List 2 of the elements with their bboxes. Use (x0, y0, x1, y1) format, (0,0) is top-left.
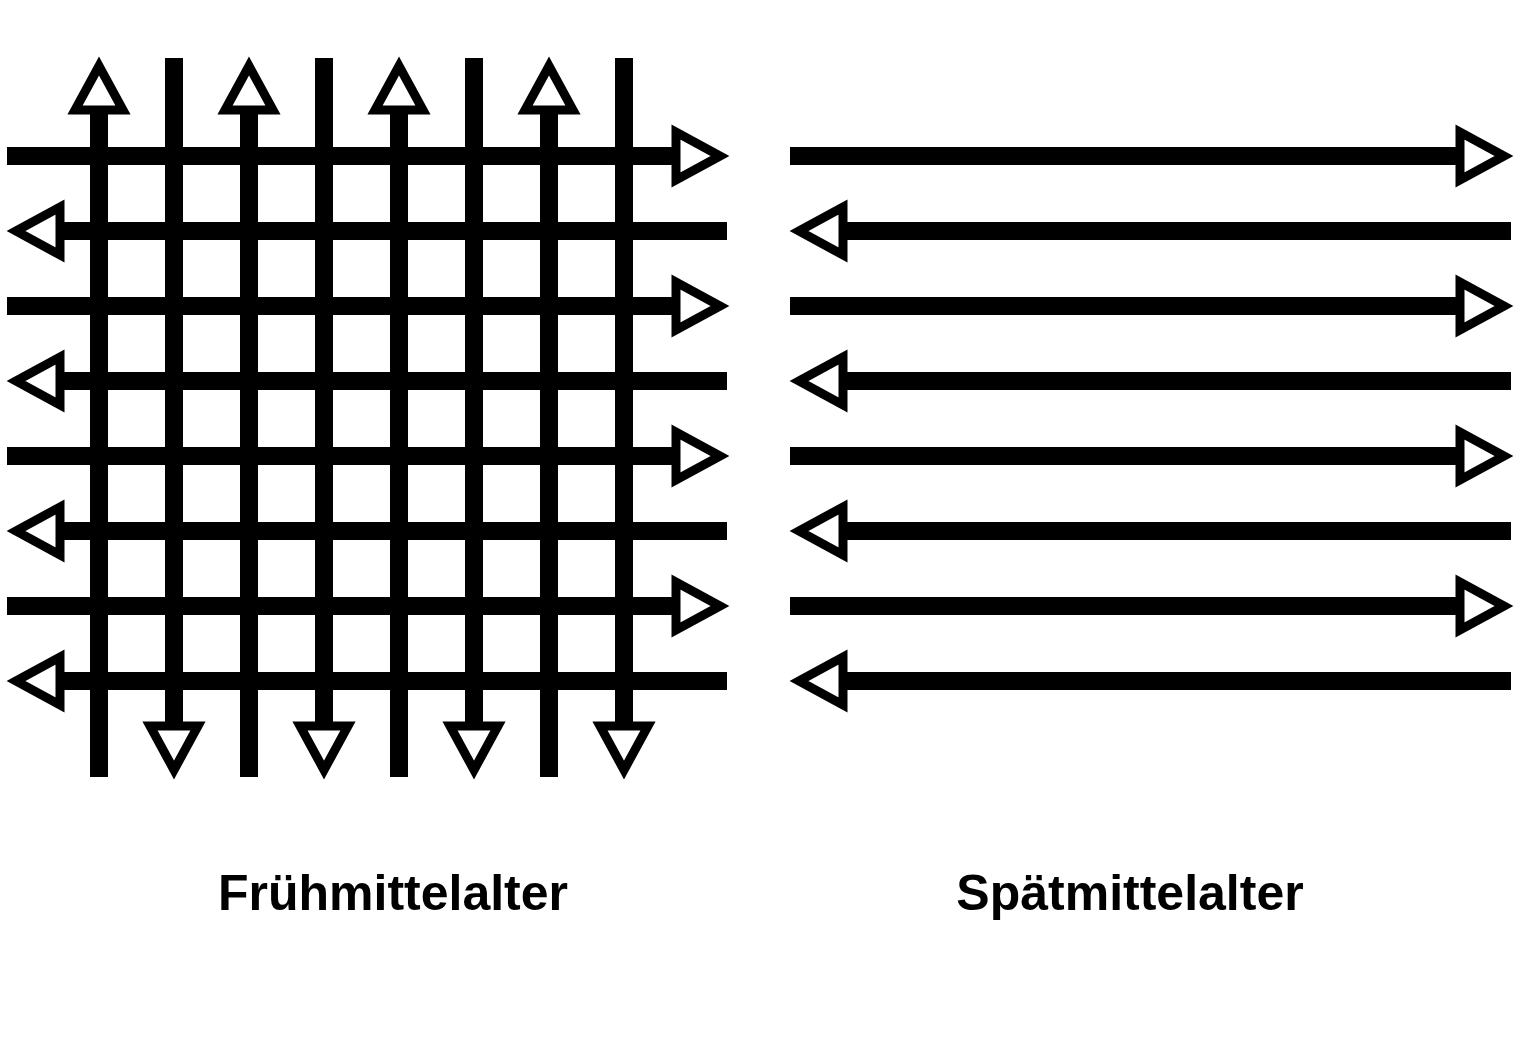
period-label: Spätmittelalter (956, 868, 1304, 918)
period-label: Frühmittelalter (217, 868, 569, 918)
